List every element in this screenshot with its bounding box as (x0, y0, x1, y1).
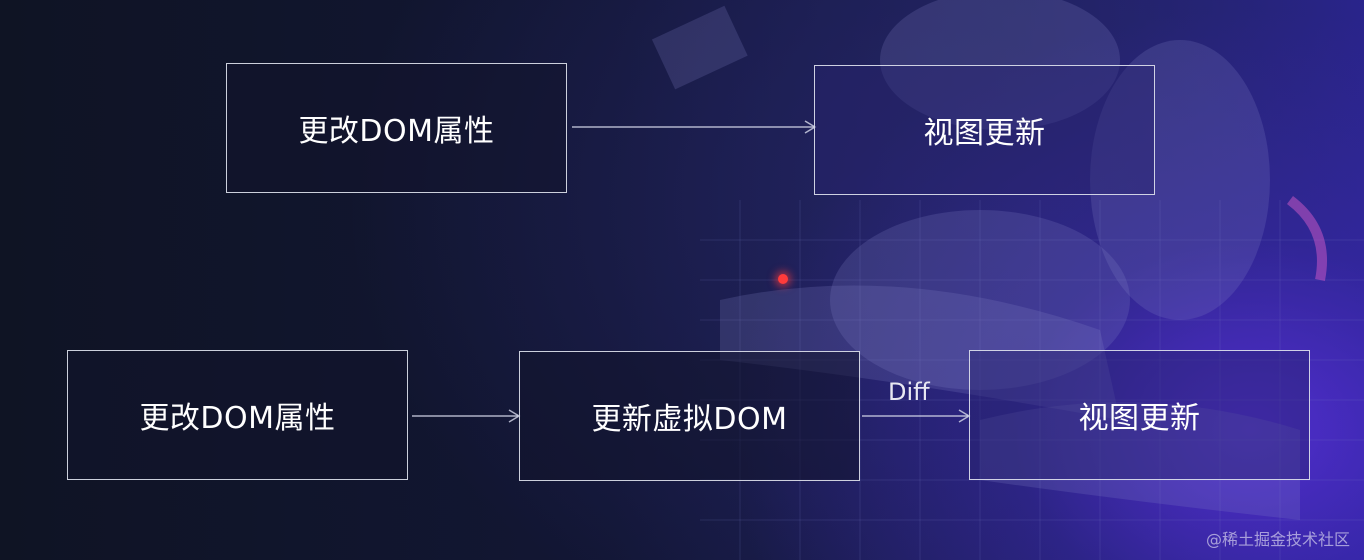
pointer-dot (778, 274, 788, 284)
watermark: @稀土掘金技术社区 (1205, 530, 1350, 549)
node-label: 更改DOM属性 (298, 114, 495, 149)
node-view-update-1: 视图更新 (814, 65, 1155, 195)
arrow-row2-diff (862, 409, 971, 423)
node-change-dom-attr-1: 更改DOM属性 (226, 63, 567, 193)
node-view-update-2: 视图更新 (969, 350, 1310, 480)
node-label: 视图更新 (1078, 401, 1201, 436)
diff-label: Diff (888, 378, 930, 406)
node-update-virtual-dom: 更新虚拟DOM (519, 351, 860, 481)
node-label: 更改DOM属性 (139, 401, 336, 436)
node-label: 更新虚拟DOM (591, 402, 788, 437)
node-label: 视图更新 (923, 116, 1046, 151)
arrow-row1 (572, 120, 817, 134)
arrow-row2-first (412, 409, 521, 423)
node-change-dom-attr-2: 更改DOM属性 (67, 350, 408, 480)
